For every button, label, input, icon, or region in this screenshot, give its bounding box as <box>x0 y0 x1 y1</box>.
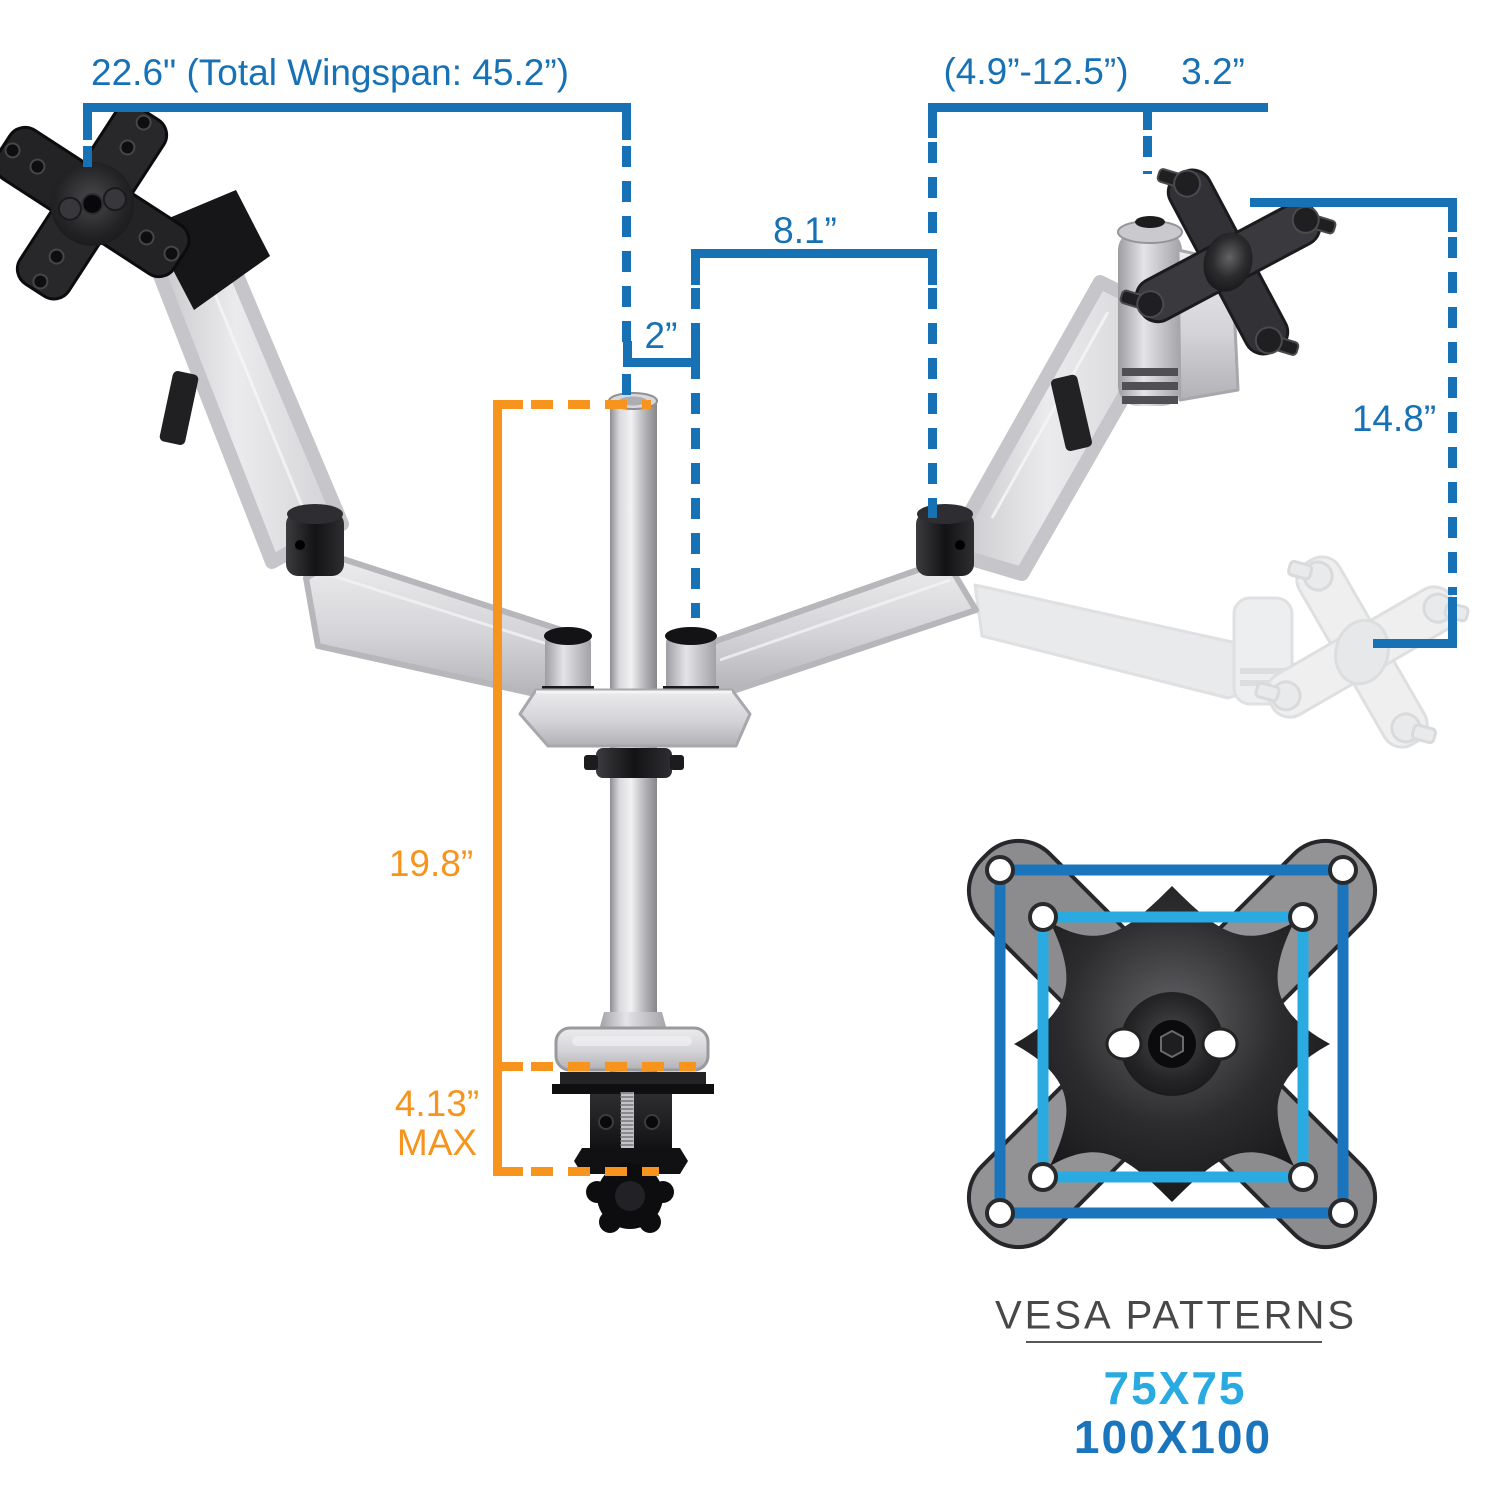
clamp-bottom-ext-line <box>531 1167 659 1176</box>
pole-offset-label: 2” <box>644 315 678 356</box>
pole-top-cap <box>493 400 523 409</box>
center-ext-line-lower <box>622 374 631 406</box>
extension-ext-mid <box>1143 136 1152 174</box>
height-range-bottom-line <box>1373 639 1457 648</box>
arm-reach-tick-right <box>928 249 937 285</box>
vesa-title-underline <box>1026 1341 1322 1343</box>
center-ext-line-upper <box>622 146 631 342</box>
thumbscrew-knobs <box>1119 168 1337 356</box>
hex-bolt-icon <box>1160 1029 1184 1059</box>
wingspan-label: 22.6" (Total Wingspan: 45.2”) <box>91 52 569 93</box>
pole-hub <box>518 688 752 778</box>
clamp-top-cap <box>493 1062 523 1071</box>
extension-tick-left <box>928 103 937 138</box>
right-vesa-plate <box>1119 168 1337 356</box>
elbow-ext-line-lower <box>928 288 937 518</box>
pole-height-dim-line <box>493 400 502 1176</box>
left-vesa-plate <box>0 103 191 301</box>
extension-dim-line <box>928 103 1268 112</box>
ghost-arm-lowered-position <box>973 555 1470 749</box>
arm-pivot-ext-line <box>691 288 700 618</box>
vesa-screw-holes <box>985 855 1358 1228</box>
pole-offset-tick-left <box>623 341 632 367</box>
height-range-corner-top <box>1448 198 1457 232</box>
vesa-patterns-title: VESA PATTERNS <box>994 1293 1358 1338</box>
clamp-max-value: 4.13” <box>394 1083 480 1125</box>
vesa-offset-label: 3.2” <box>1181 51 1245 92</box>
vesa-pattern-diagram <box>966 838 1378 1250</box>
extension-range-label: (4.9”-12.5”) <box>943 51 1129 92</box>
pole-offset-dim-line <box>623 358 699 367</box>
pole-top-ext-line <box>531 400 651 409</box>
elbow-ext-line-upper <box>928 142 937 242</box>
pole-height-label: 19.8” <box>388 843 474 884</box>
wingspan-ext-left <box>83 146 92 170</box>
vesa-100x100-outline <box>994 864 1349 1219</box>
wingspan-dim-line <box>83 103 631 112</box>
right-upper-arm <box>916 275 1177 581</box>
height-range-ext-line <box>1448 237 1457 595</box>
clamp-top-ext-line <box>531 1062 696 1071</box>
vesa-pattern-100x100: 100X100 <box>1073 1411 1273 1463</box>
arm-reach-label: 8.1” <box>773 210 837 251</box>
height-range-label: 14.8” <box>1351 398 1437 439</box>
pole-offset-tick-right <box>691 334 700 367</box>
height-range-dim-line <box>1250 198 1457 207</box>
wingspan-tick-right <box>622 103 631 140</box>
arm-reach-tick-left <box>691 249 700 285</box>
extension-tick-mid <box>1143 103 1152 130</box>
clamp-max-suffix: MAX <box>396 1122 478 1163</box>
wingspan-tick-left <box>83 103 92 140</box>
vesa-75x75-outline <box>1037 911 1309 1183</box>
vesa-pattern-75x75: 75X75 <box>1103 1362 1247 1414</box>
clamp-bottom-cap <box>493 1167 523 1176</box>
clamp-knob <box>586 1163 674 1233</box>
left-vesa-mount <box>150 190 270 310</box>
height-range-corner-bottom-v <box>1448 597 1457 648</box>
clamp-max-label: 4.13” MAX <box>394 1083 480 1163</box>
desk-clamp <box>552 1012 714 1233</box>
arm-reach-dim-line <box>691 249 937 258</box>
